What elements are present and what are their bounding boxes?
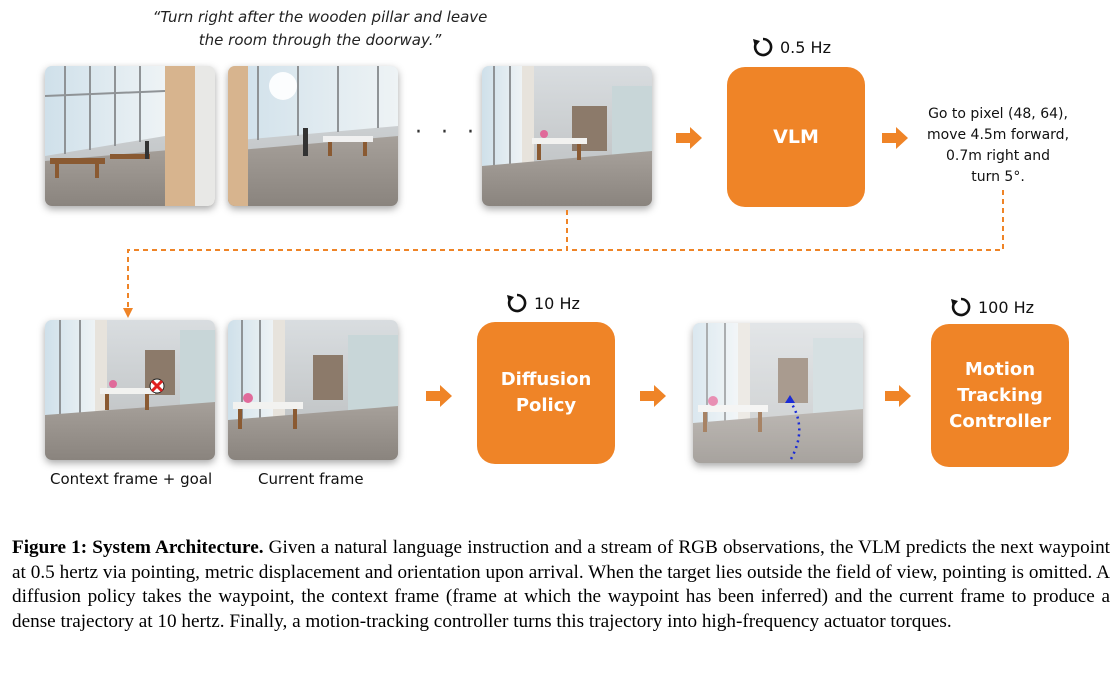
goal-marker-icon (149, 378, 165, 394)
instruction-text: “Turn right after the wooden pillar and … (150, 6, 490, 52)
trajectory-path (785, 395, 801, 460)
vlm-output-line-1: Go to pixel (48, 64), (928, 106, 1068, 122)
controller-label-line-2: Tracking (957, 384, 1043, 406)
vlm-output-line-4: turn 5°. (971, 169, 1025, 185)
observation-frame-1 (45, 66, 215, 206)
arrow-to-diffusion (426, 385, 452, 407)
arrow-to-controller (885, 385, 911, 407)
controller-label-line-1: Motion (964, 358, 1036, 380)
current-frame-label: Current frame (258, 470, 364, 488)
vlm-frequency-label: 0.5 Hz (780, 37, 831, 57)
arrow-to-vlm (676, 127, 702, 149)
diffusion-policy-box: Diffusion Policy (477, 322, 615, 464)
observation-frame-2 (228, 66, 398, 206)
arrow-to-trajectory (640, 385, 666, 407)
instruction-line-1: “Turn right after the wooden pillar and … (152, 8, 488, 26)
motion-tracking-controller-box: Motion Tracking Controller (931, 324, 1069, 467)
controller-frequency-label: 100 Hz (978, 297, 1035, 317)
vlm-output-line-2: move 4.5m forward, (926, 127, 1070, 143)
diffusion-label-line-2: Policy (515, 395, 577, 416)
diffusion-label-line-1: Diffusion (500, 369, 592, 390)
controller-frequency: 100 Hz (950, 296, 1034, 318)
instruction-line-2: the room through the doorway.” (198, 31, 442, 49)
vlm-output-line-3: 0.7m right and (945, 148, 1051, 164)
refresh-icon (951, 297, 971, 317)
vlm-frequency: 0.5 Hz (752, 36, 831, 58)
trajectory-frame (693, 323, 863, 463)
controller-label-line-3: Controller (949, 410, 1051, 432)
observation-frame-latest (482, 66, 652, 206)
vlm-box: VLM (727, 67, 865, 207)
dashed-feedback-connectors (123, 190, 1004, 318)
arrow-to-vlm-output (882, 127, 908, 149)
current-frame (228, 320, 398, 460)
context-frame-label: Context frame + goal (50, 470, 213, 488)
refresh-icon (507, 293, 527, 313)
figure-caption: Figure 1: System Architecture. Given a n… (12, 536, 1110, 634)
context-frame (45, 320, 215, 460)
diffusion-frequency-label: 10 Hz (534, 293, 580, 313)
refresh-icon (753, 37, 773, 57)
ellipsis: · · · (415, 120, 480, 145)
caption-body: Given a natural language instruction and… (12, 537, 1110, 632)
vlm-label: VLM (773, 126, 819, 148)
vlm-output-text: Go to pixel (48, 64), move 4.5m forward,… (898, 104, 1098, 188)
caption-heading: Figure 1: System Architecture. (12, 537, 264, 558)
diffusion-frequency: 10 Hz (506, 292, 580, 314)
